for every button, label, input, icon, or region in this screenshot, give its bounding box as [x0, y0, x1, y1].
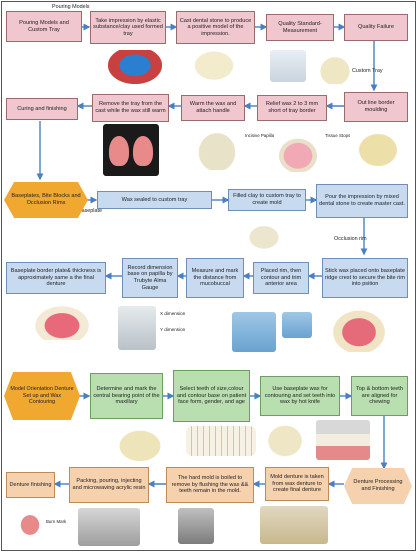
- step-outline-border: Out line border moulding: [344, 92, 408, 122]
- step-baseplate-border: Baseplate border plate& thickness is app…: [6, 262, 106, 294]
- burn-mark-label: Burn Mark: [46, 519, 66, 524]
- rim-contour-image: [232, 312, 276, 352]
- occlusion-rim-label: Occlusion rim: [334, 236, 367, 242]
- step-top-bottom-teeth: Top & bottom teeth are aligned for chewi…: [351, 376, 408, 416]
- step-select-teeth: Select teeth of size,colour and contour …: [173, 370, 250, 422]
- wax-setup-image: [262, 420, 308, 458]
- aligned-teeth-image: [316, 420, 370, 460]
- teeth-selection-image: [186, 426, 256, 456]
- papilla-model-image: [276, 136, 320, 172]
- custom-tray-label: Custom Tray: [352, 68, 383, 74]
- impression-tray-image: [108, 50, 162, 84]
- step-pour-impression: Pour the impression by mixed dental ston…: [316, 184, 408, 218]
- finished-denture-image: [16, 510, 44, 540]
- step-hard-mold: The hard mold is boiled to remove by flu…: [166, 467, 254, 503]
- clay-mold-image: [244, 222, 284, 250]
- bite-rim-image: [330, 308, 388, 352]
- alma-gauge-image: [118, 306, 156, 350]
- flask-image: [78, 508, 140, 546]
- border-model-image: [352, 128, 404, 168]
- step-record-dimension: Record dimension base on papilla by Trub…: [122, 258, 178, 298]
- pouring-models-label: Pouring Models: [52, 4, 89, 10]
- mold-denture-image: [260, 506, 328, 544]
- step-wax-sealed: Wax sealed to custom tray: [97, 191, 212, 209]
- step-baseplates: Baseplates, Bite Blocks and Occlusion Ri…: [4, 182, 88, 218]
- step-packing: Packing, pouring, injecting and microwav…: [69, 467, 149, 503]
- step-stick-wax: Stick wax placed onto baseplate ridge cr…: [322, 258, 408, 298]
- step-model-orientation: Model Orientation Denture Set up and Wax…: [4, 372, 80, 420]
- step-warm-wax: Warm the wax and attach handle: [181, 95, 245, 121]
- stone-cast-image: [190, 48, 238, 80]
- step-placed-rim: Placed rim, then contour and trim anteri…: [253, 262, 309, 294]
- tissue-stops-label: Tissue Stops: [325, 133, 350, 138]
- step-filled-clay: Filled clay to custom tray to create mol…: [228, 189, 306, 211]
- step-take-impression: Take impression by elastic substance/cla…: [90, 11, 166, 44]
- boil-out-image: [178, 508, 214, 544]
- step-pouring-models: Pouring Models and Custom Tray: [6, 11, 82, 42]
- step-measure-mark: Measure and mark the distance from mucob…: [186, 258, 244, 298]
- baseplate-rim-image: [32, 304, 92, 340]
- rim-trim-image: [282, 312, 312, 338]
- maxillary-cast-image: [112, 425, 168, 463]
- tray-handle-image: [192, 126, 242, 170]
- wax-dentures-image: [103, 124, 159, 176]
- tray-model-image: [315, 52, 355, 84]
- measurement-image: [270, 50, 306, 82]
- step-cast-stone: Cast dental stone to produce a positive …: [176, 11, 255, 44]
- incisive-papilla-label: Incisive Papilla: [245, 133, 274, 138]
- step-relief-wax: Relief wax 2 to 3 mm short of tray borde…: [257, 95, 327, 121]
- step-determine-bearing: Determine and mark the central bearing p…: [90, 373, 163, 419]
- step-mold-denture: Mold denture is taken from wax denture t…: [265, 467, 329, 501]
- step-baseplate-wax: Use baseplate wax for contouring and set…: [260, 376, 340, 416]
- step-quality-failure: Quality Failure: [344, 14, 408, 41]
- x-dimension-label: X dimension: [160, 311, 185, 316]
- step-curing-finishing: Curing and finishing: [6, 98, 78, 120]
- step-denture-finishing: Denture finishing: [6, 472, 55, 498]
- step-denture-processing: Denture Processing and Finishing: [344, 468, 412, 504]
- step-quality-standard: Quality Standard-Measurement: [266, 14, 334, 41]
- step-remove-tray: Remove the tray from the cast while the …: [92, 94, 169, 122]
- y-dimension-label: Y dimension: [160, 327, 185, 332]
